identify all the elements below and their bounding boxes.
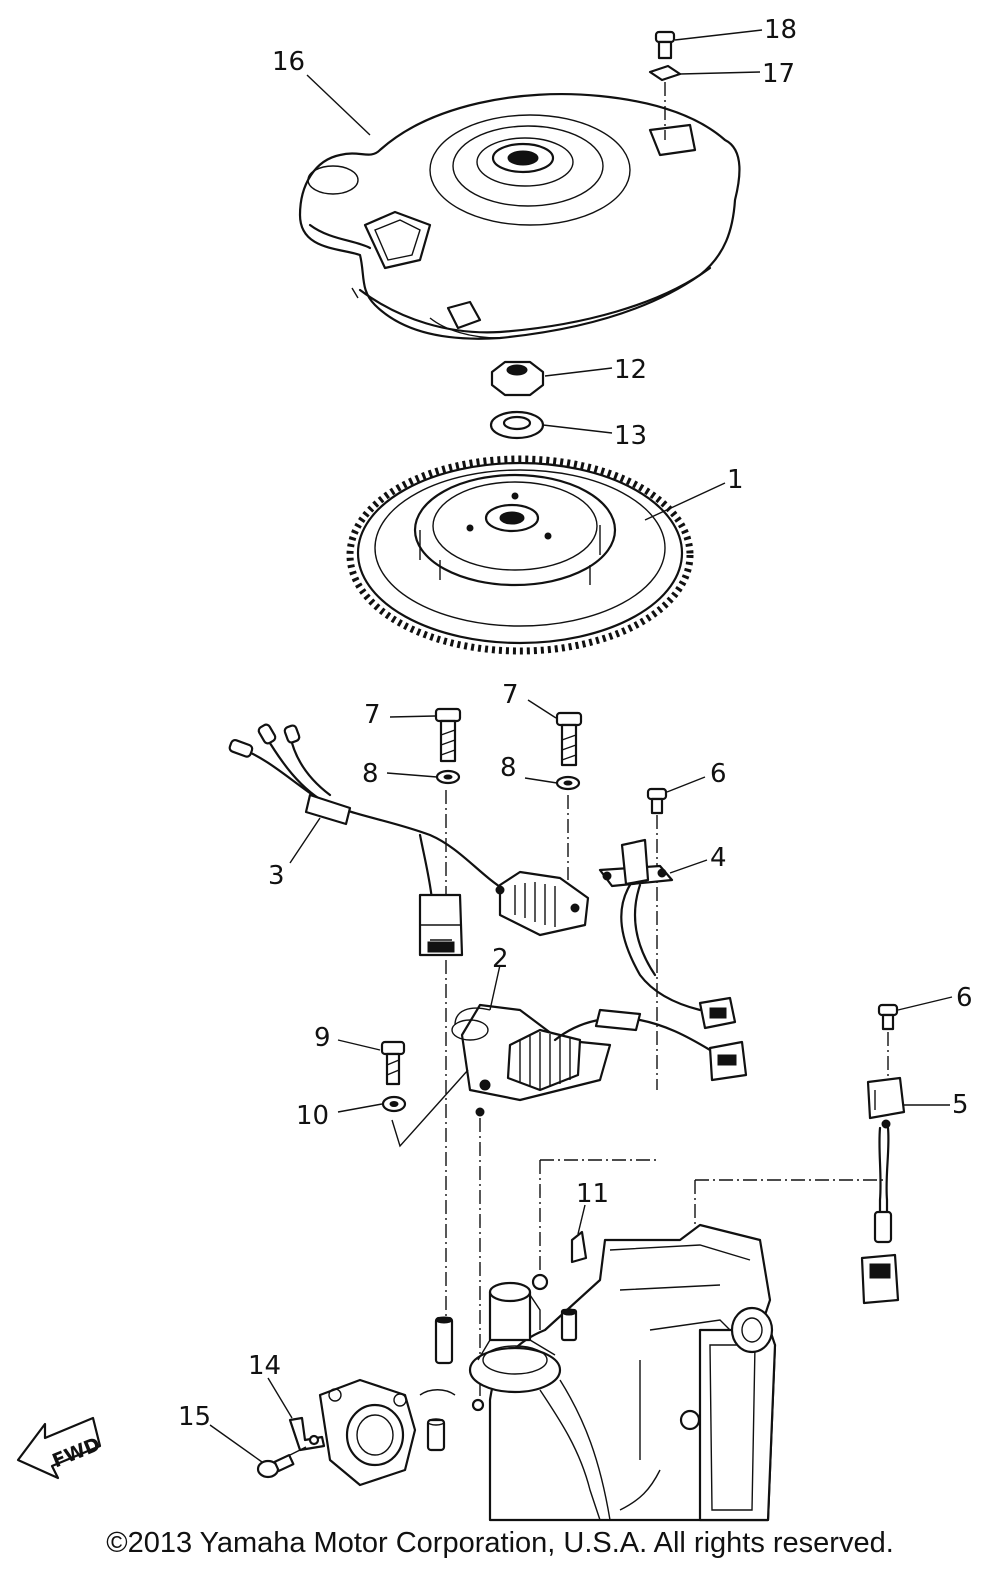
- washer-part-17: [648, 64, 682, 82]
- callout-9: 9: [314, 1023, 331, 1053]
- leader-lines: [209, 29, 953, 1463]
- sensor-part-5: [860, 1076, 906, 1305]
- screw-part-15: [256, 1453, 295, 1479]
- callout-17: 17: [762, 59, 795, 89]
- bolt-part-7-left: [434, 707, 462, 763]
- fwd-arrow-icon: FWD: [16, 1416, 104, 1480]
- callout-6-upper: 6: [710, 759, 727, 789]
- rectifier-harness-part-3: [228, 723, 590, 957]
- callout-11: 11: [576, 1179, 609, 1209]
- callout-14: 14: [248, 1351, 281, 1381]
- callout-6-lower: 6: [956, 983, 973, 1013]
- callout-2: 2: [492, 944, 509, 974]
- washer-part-8-right: [555, 775, 581, 791]
- callout-12: 12: [614, 355, 647, 385]
- bolt-part-7-right: [555, 711, 583, 767]
- flywheel-cover-part-16: [298, 93, 741, 340]
- screw-part-6-lower: [877, 1003, 899, 1031]
- charge-coil-part-2: [451, 1003, 748, 1117]
- screw-part-18: [654, 30, 676, 60]
- callout-13: 13: [614, 421, 647, 451]
- callout-5: 5: [952, 1090, 969, 1120]
- callout-3: 3: [268, 861, 285, 891]
- pulser-coil-part-4: [598, 838, 737, 1030]
- flywheel-part-1: [346, 455, 694, 655]
- callout-16: 16: [272, 47, 305, 77]
- callout-7-right: 7: [502, 680, 519, 710]
- copyright-notice: ©2013 Yamaha Motor Corporation, U.S.A. A…: [106, 1527, 894, 1559]
- exploded-parts-diagram: FWD 18 17 16 12 13 1 7 7 8 8 6: [16, 15, 973, 1522]
- clamp-part-14: [288, 1416, 326, 1452]
- callout-7-left: 7: [364, 700, 381, 730]
- callout-labels: 18 17 16 12 13 1 7 7 8 8 6 4 3 2 6 9 5 1…: [178, 15, 973, 1432]
- nut-part-12: [490, 360, 545, 397]
- callout-10: 10: [296, 1101, 329, 1131]
- key-part-11: [570, 1230, 588, 1264]
- washer-part-8-left: [435, 769, 461, 785]
- screw-part-6-upper: [646, 787, 668, 815]
- callout-1: 1: [727, 465, 744, 495]
- callout-8-left: 8: [362, 759, 379, 789]
- callout-4: 4: [710, 843, 727, 873]
- callout-15: 15: [178, 1402, 211, 1432]
- washer-part-10: [381, 1095, 407, 1113]
- engine-block: [318, 1223, 777, 1522]
- bolt-part-9: [380, 1040, 406, 1086]
- washer-part-13: [489, 410, 545, 440]
- callout-8-right: 8: [500, 753, 517, 783]
- callout-18: 18: [764, 15, 797, 45]
